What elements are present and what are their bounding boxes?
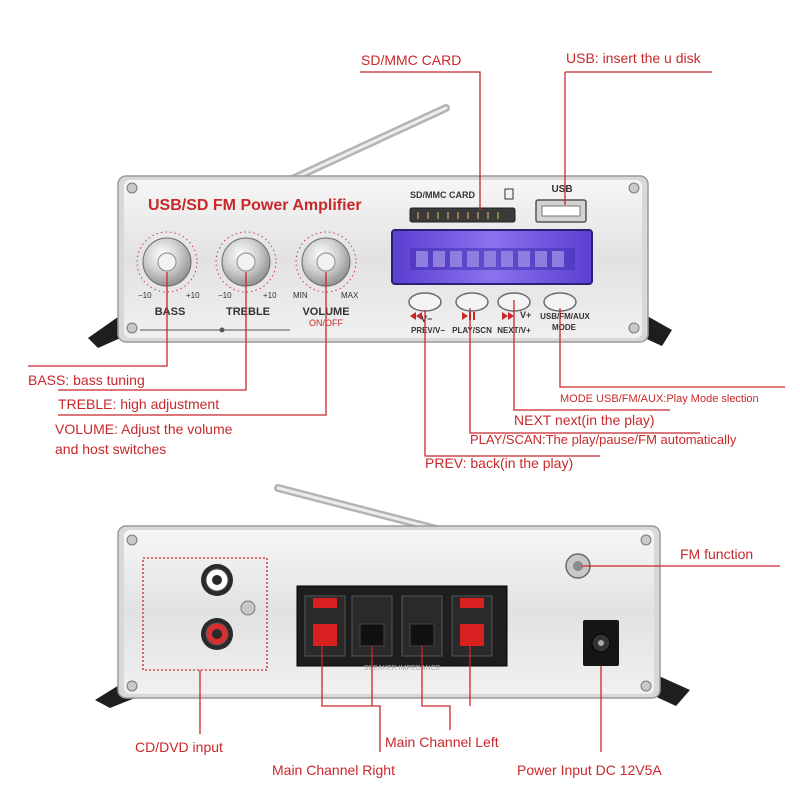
- button-play-bottom: PLAY/SCN: [452, 326, 492, 335]
- treble-min-label: −10: [218, 291, 232, 300]
- callout-cd-dvd: CD/DVD input: [135, 739, 223, 755]
- callout-prev: PREV: back(in the play): [425, 455, 574, 471]
- sd-slot-label: SD/MMC CARD: [410, 190, 475, 200]
- lcd-segments: [416, 251, 564, 267]
- front-title: USB/SD FM Power Amplifier: [148, 197, 362, 214]
- front-callout-lines: [28, 71, 785, 457]
- treble-max-label: +10: [263, 291, 277, 300]
- front-foot-left: [88, 312, 125, 348]
- callout-usb: USB: insert the u disk: [566, 50, 701, 66]
- volume-min-label: MIN: [293, 291, 308, 300]
- button-prev-bottom: PREV/V−: [411, 326, 445, 335]
- callout-sd-card: SD/MMC CARD: [361, 52, 462, 68]
- callout-next: NEXT next(in the play): [514, 412, 655, 428]
- rca-input-white[interactable]: [201, 564, 233, 596]
- bass-max-label: +10: [186, 291, 200, 300]
- speaker-impedance-label: SPEAKER IMPEDANCE: [364, 665, 441, 672]
- callout-mode: MODE USB/FM/AUX:Play Mode slection: [560, 393, 759, 405]
- sd-card-slot[interactable]: [409, 207, 516, 223]
- callout-treble: TREBLE: high adjustment: [58, 396, 220, 412]
- callout-main-left: Main Channel Left: [385, 734, 499, 750]
- back-callout-lines: [142, 557, 780, 752]
- rca-highlight-box: [142, 557, 268, 671]
- front-screws: [126, 182, 640, 334]
- treble-name: TREBLE: [226, 306, 270, 318]
- back-amplifier: SPEAKER IMPEDANCE: [95, 484, 690, 708]
- speaker-clip-red-right[interactable]: [313, 598, 337, 646]
- bass-name: BASS: [155, 306, 186, 318]
- callout-main-right: Main Channel Right: [272, 762, 395, 778]
- speaker-clip-red-left[interactable]: [460, 598, 484, 646]
- volume-max-label: MAX: [341, 291, 359, 300]
- rca-input-red[interactable]: [201, 618, 233, 650]
- button-prev[interactable]: [408, 292, 442, 312]
- callout-bass: BASS: bass tuning: [28, 372, 145, 388]
- speaker-clip-black-left[interactable]: [409, 623, 435, 647]
- button-mode-bottom: MODE: [552, 323, 577, 332]
- prev-icon: [410, 312, 422, 320]
- front-amplifier: USB/SD FM Power Amplifier −10 +10 −10 +1…: [88, 104, 672, 348]
- callout-volume-line1: VOLUME: Adjust the volume: [55, 421, 233, 437]
- button-play[interactable]: [455, 292, 489, 312]
- next-icon: [502, 312, 514, 320]
- bass-min-label: −10: [138, 291, 152, 300]
- callout-fm: FM function: [680, 546, 754, 562]
- button-prev-top: V−: [421, 314, 432, 324]
- callout-play: PLAY/SCAN:The play/pause/FM automaticall…: [470, 432, 737, 447]
- usb-port-label: USB: [551, 184, 572, 195]
- speaker-clip-black-right[interactable]: [359, 623, 385, 647]
- button-next-top: V+: [520, 310, 531, 320]
- callout-volume-line2: and host switches: [55, 441, 167, 457]
- button-mode-top: USB/FM/AUX: [540, 312, 590, 321]
- callout-power: Power Input DC 12V5A: [517, 762, 662, 778]
